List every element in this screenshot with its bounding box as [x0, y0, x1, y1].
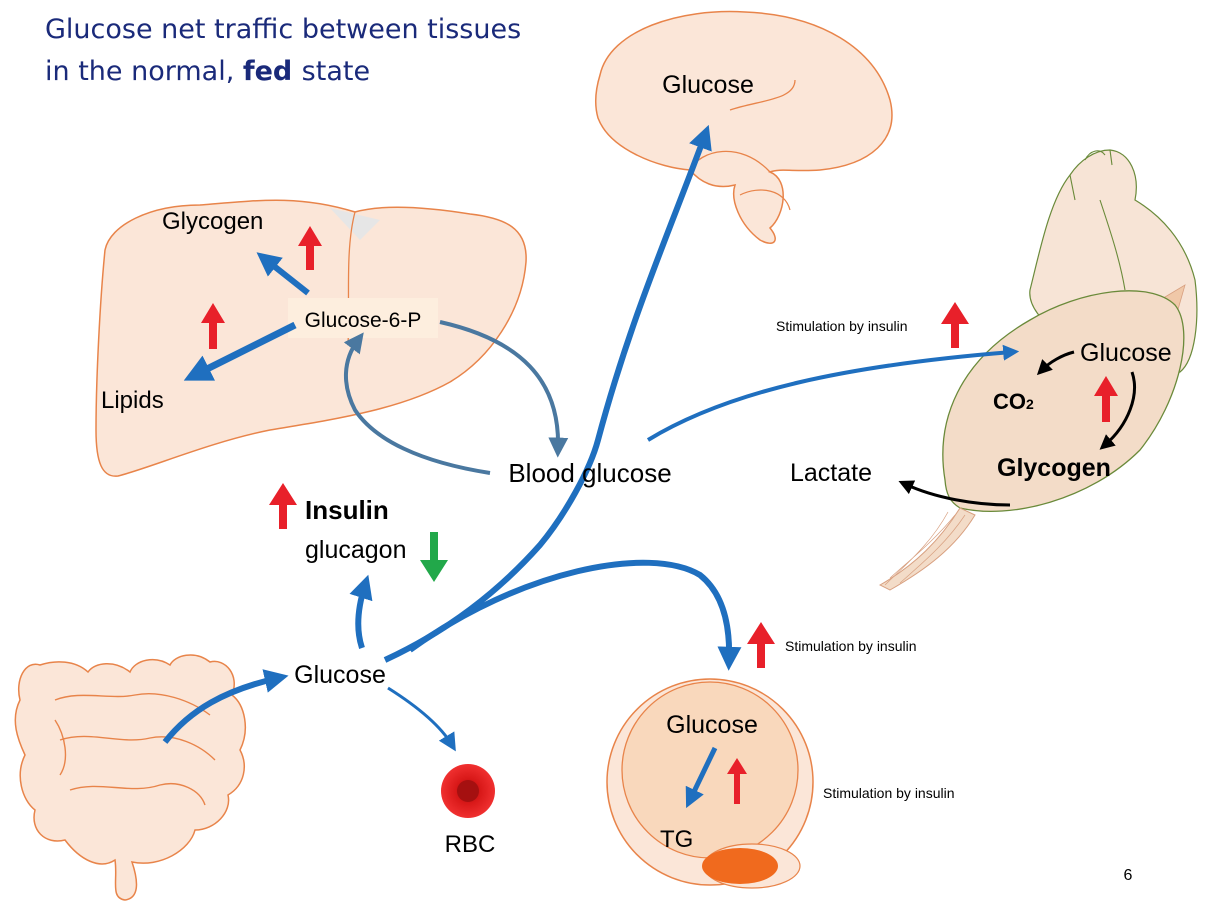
up-arrow-icon [747, 622, 775, 668]
brain-illustration [595, 10, 893, 244]
page-title: Glucose net traffic between tissues in t… [45, 14, 521, 87]
g6p-to-glycogen-arrow [256, 252, 310, 296]
adipose-stimulation-label-top: Stimulation by insulin [785, 638, 917, 654]
up-arrow-icon [1094, 376, 1118, 422]
up-arrow-icon [298, 226, 322, 270]
muscle-stimulation-label: Stimulation by insulin [776, 318, 908, 334]
muscle-glycogen-label: Glycogen [997, 454, 1111, 482]
blood-to-muscle-arrow [646, 344, 1020, 442]
g6p-label: Glucose-6-P [305, 309, 422, 332]
glucose-to-adipose-arrow [408, 559, 742, 671]
indicator-arrows [201, 226, 1118, 804]
intestine-illustration [14, 654, 247, 901]
glucose-to-brain-arrow [383, 124, 712, 663]
g6p-to-blood-arrow [439, 320, 569, 458]
rbc-illustration [441, 764, 495, 818]
insulin-label: Insulin [305, 495, 389, 525]
rbc-label: RBC [445, 831, 496, 858]
adipocyte-illustration [606, 678, 814, 889]
up-arrow-icon [269, 483, 297, 529]
blood-to-g6p-arrow [343, 332, 491, 475]
glucose-to-tg-arrow [685, 746, 718, 809]
title-line-2: in the normal, fed state [45, 56, 370, 87]
up-arrow-icon [727, 758, 747, 804]
title-line-1: Glucose net traffic between tissues [45, 14, 521, 45]
down-arrow-icon [420, 532, 448, 582]
glucagon-label: glucagon [305, 536, 406, 564]
page-number: 6 [1124, 867, 1133, 884]
g6p-to-lipids-arrow [183, 321, 297, 381]
adipose-stimulation-label-right: Stimulation by insulin [823, 785, 955, 801]
title-line-2-suffix: state [302, 56, 370, 87]
glucose-to-co2-arrow [1036, 350, 1075, 376]
co2-subscript: 2 [1026, 396, 1034, 412]
gut-to-glucose-arrow [162, 669, 289, 744]
gut-glucose-label: Glucose [294, 661, 386, 689]
labels: Glycogen Glucose-6-P Lipids Glucose Stim… [101, 71, 1172, 884]
glycogen-to-lactate-arrow [898, 480, 1011, 507]
co2-label: CO2 [993, 389, 1034, 414]
title-line-2-bold: fed [243, 56, 302, 87]
blood-glucose-label: Blood glucose [508, 458, 671, 488]
liver-glycogen-label: Glycogen [162, 208, 263, 235]
brain-glucose-label: Glucose [662, 71, 754, 99]
muscle-glucose-label: Glucose [1080, 339, 1172, 367]
glucose-to-insulin-arrow [349, 574, 373, 649]
up-arrow-icon [201, 303, 225, 349]
g6p-box [288, 298, 438, 338]
liver-illustration [95, 199, 527, 477]
glucose-to-rbc-arrow [387, 686, 456, 752]
tg-label: TG [660, 826, 693, 853]
up-arrow-icon [941, 302, 969, 348]
lactate-label: Lactate [790, 459, 872, 487]
title-line-2-prefix: in the normal, [45, 56, 234, 87]
glucose-to-glycogen-arrow [1099, 371, 1136, 450]
co2-main-text: CO [993, 389, 1026, 414]
lipids-label: Lipids [101, 387, 164, 414]
flow-arrows [162, 124, 1136, 809]
heart-muscle-illustration [878, 149, 1198, 591]
adipose-glucose-label: Glucose [666, 711, 758, 739]
